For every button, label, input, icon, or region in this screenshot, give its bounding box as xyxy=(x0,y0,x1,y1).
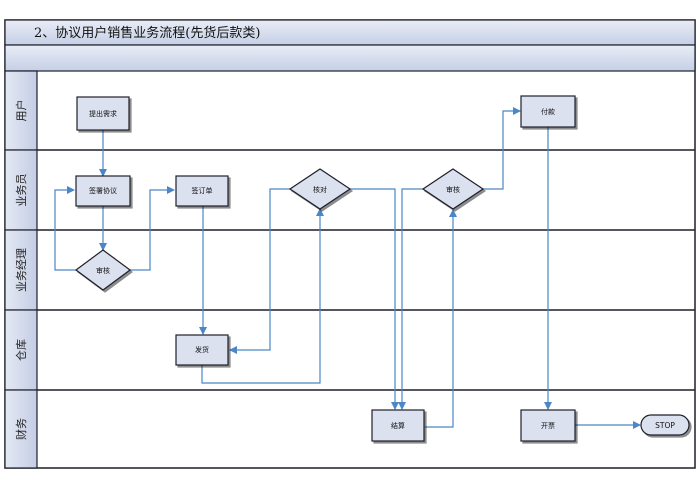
lane-finance: 财务 xyxy=(4,389,38,469)
process-box xyxy=(371,409,425,442)
node-pay[interactable]: 付款 xyxy=(520,95,576,128)
node-settle[interactable]: 结算 xyxy=(371,409,425,442)
node-sign-agreement[interactable]: 签署协议 xyxy=(75,175,131,207)
title-bar xyxy=(4,19,696,46)
lane-label-manager: 业务经理 xyxy=(15,248,28,292)
node-label: 提出需求 xyxy=(89,109,117,118)
lane-label-cell xyxy=(4,149,38,231)
lane-label-warehouse: 仓库 xyxy=(14,339,28,361)
decision-diamond xyxy=(421,168,485,210)
node-sign-order[interactable]: 签订单 xyxy=(175,175,229,207)
node-verify[interactable]: 核对 xyxy=(288,168,352,210)
lane-label-sales: 业务员 xyxy=(15,174,28,207)
connector-ship-to-verify xyxy=(201,208,324,384)
process-box xyxy=(175,334,229,366)
node-label: 开票 xyxy=(541,422,555,430)
node-ship[interactable]: 发货 xyxy=(175,334,229,366)
connector-review-to-pay xyxy=(483,107,521,190)
node-label: 审核 xyxy=(446,185,460,194)
node-stop[interactable]: STOP xyxy=(640,414,690,436)
node-label: 审核 xyxy=(96,266,110,275)
connector-verify-to-ship xyxy=(229,188,290,354)
process-box xyxy=(75,175,131,207)
lane-warehouse: 仓库 xyxy=(4,309,38,391)
connector-review-to-settle xyxy=(398,188,423,410)
lane-sales: 业务员 xyxy=(4,149,38,231)
process-box xyxy=(76,96,130,131)
node-label: 签署协议 xyxy=(89,186,117,195)
process-box xyxy=(175,175,229,207)
lane-label-finance: 财务 xyxy=(14,418,28,440)
lane-label-cell xyxy=(4,309,38,391)
node-label: 发货 xyxy=(195,345,209,354)
lane-label-user: 用户 xyxy=(14,100,28,122)
node-demand[interactable]: 提出需求 xyxy=(76,96,130,131)
connector-settle-to-review xyxy=(425,209,457,428)
connector-review-to-order xyxy=(130,186,175,271)
node-label: 核对 xyxy=(313,185,327,194)
lane-user: 用户 xyxy=(4,70,38,151)
diagram-frame xyxy=(4,19,696,469)
decision-diamond xyxy=(74,249,132,291)
process-box xyxy=(520,95,576,128)
header-band xyxy=(4,44,696,72)
diagram-title: 2、协议用户销售业务流程(先货后款类) xyxy=(34,25,260,41)
node-label: STOP xyxy=(655,421,675,430)
process-box xyxy=(520,409,576,442)
node-label: 付款 xyxy=(541,107,555,116)
node-review-sales[interactable]: 审核 xyxy=(421,168,485,210)
node-label: 签订单 xyxy=(192,186,213,195)
lane-manager: 业务经理 xyxy=(4,229,38,311)
lane-label-cell xyxy=(4,389,38,469)
terminator-pill xyxy=(640,414,690,436)
node-label: 结算 xyxy=(391,421,405,430)
node-review-manager[interactable]: 审核 xyxy=(74,249,132,291)
lane-label-cell xyxy=(4,229,38,311)
connector-review-loop-back xyxy=(54,186,76,271)
decision-diamond xyxy=(288,168,352,210)
connector-verify-to-settle xyxy=(350,188,399,410)
node-invoice[interactable]: 开票 xyxy=(520,409,576,442)
